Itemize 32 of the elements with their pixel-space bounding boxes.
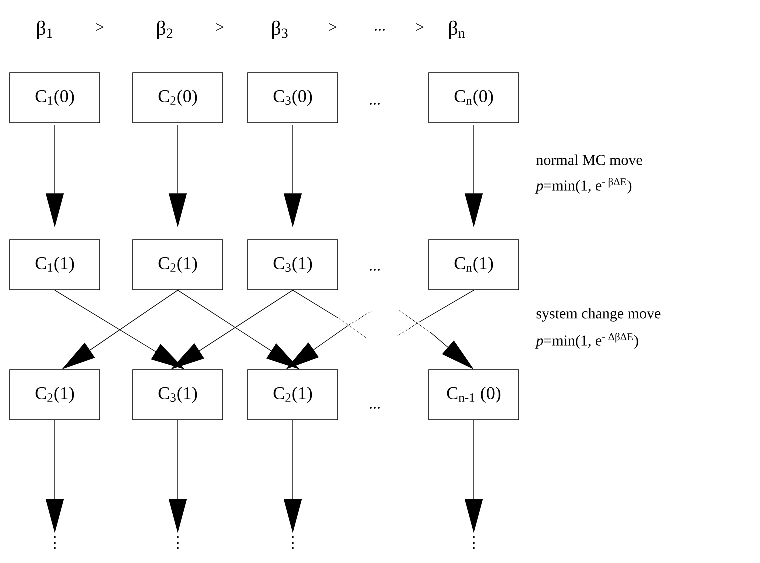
state-box: C$_{n}$(0) xyxy=(428,72,520,124)
label-text: β$_{n}$ xyxy=(449,20,466,40)
label-text: > xyxy=(329,23,337,32)
label-text: p=min(1, e$^{- βΔE}$) xyxy=(535,178,632,194)
ellipsis-text: ⋮ xyxy=(292,536,294,550)
label-text: > xyxy=(96,23,104,32)
ellipsis-text: ⋮ xyxy=(54,536,56,550)
state-box: C$_{1}$(1) xyxy=(10,240,100,290)
label-text: ... xyxy=(370,269,380,271)
label-text: > xyxy=(216,23,224,32)
label-text: ... xyxy=(370,103,380,105)
state-box: C$_{1}$(0) xyxy=(10,72,100,124)
state-box: C$_{n}$(1) xyxy=(428,240,520,290)
ellipsis-text: ⋮ xyxy=(177,536,179,550)
label-text: normal MC move xyxy=(536,154,642,166)
state-box: C$_{2}$(1) xyxy=(10,370,100,420)
label-text: β$_{2}$ xyxy=(157,20,173,40)
state-box: C$_{2}$(1) xyxy=(248,370,338,420)
state-box: C$_{n-1}$ (0) xyxy=(428,370,520,420)
label-text: β$_{1}$ xyxy=(37,20,52,40)
label-text: β$_{3}$ xyxy=(272,20,288,40)
label-text: > xyxy=(416,23,424,32)
state-box: C$_{3}$(1) xyxy=(132,370,224,420)
state-box: C$_{2}$(0) xyxy=(132,72,224,124)
label-text: ... xyxy=(370,407,380,409)
state-box: C$_{2}$(1) xyxy=(132,240,224,290)
label-text: p=min(1, e$^{- ΔβΔE}$) xyxy=(535,333,638,349)
state-box: C$_{3}$(1) xyxy=(248,240,338,290)
label-text: system change move xyxy=(536,308,661,322)
ellipsis-text: ⋮ xyxy=(473,536,475,550)
label-text: ... xyxy=(375,29,385,31)
state-box: C$_{3}$(0) xyxy=(248,72,338,124)
